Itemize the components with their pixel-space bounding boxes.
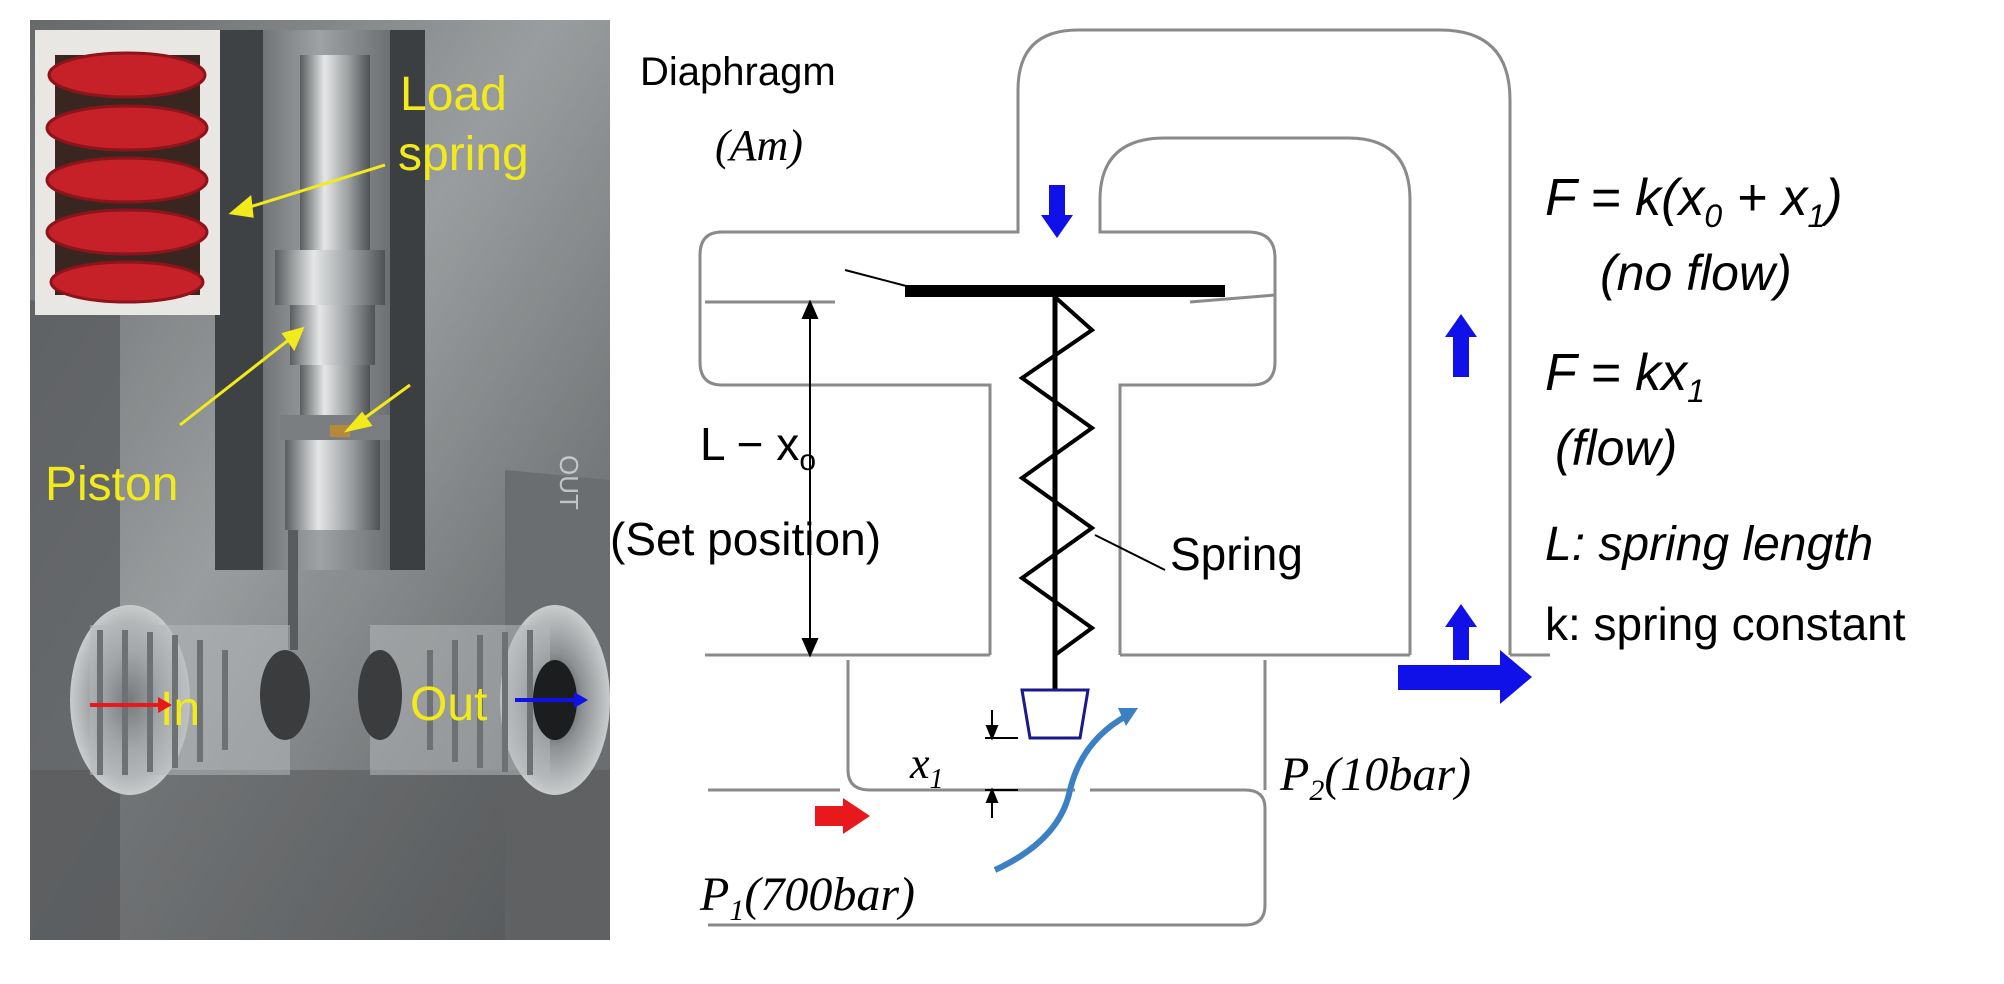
- p1-label: P1(700bar): [699, 868, 915, 927]
- spring-constant-definition: k: spring constant: [1545, 598, 1906, 650]
- outlet-flow-arrow: [1398, 650, 1532, 704]
- inlet-flow-arrow: [815, 798, 870, 834]
- downward-pressure-arrow: [1041, 185, 1073, 238]
- spring-label: Spring: [1170, 528, 1303, 580]
- bonnet-inner: [1098, 136, 1412, 655]
- spring: [1018, 295, 1096, 657]
- out-label: Out: [410, 678, 487, 731]
- sensing-line-arrow-lower: [1445, 604, 1477, 660]
- bonnet-outline: [698, 28, 1512, 655]
- x1-label: x1: [909, 739, 944, 795]
- set-position-dimension: [801, 299, 819, 658]
- flow-equation: F = kx1: [1545, 344, 1705, 409]
- p2-label: P2(10bar): [1279, 748, 1471, 807]
- in-arrow: [90, 697, 172, 713]
- x1-dimension: [985, 710, 1018, 818]
- out-arrow: [515, 692, 588, 708]
- flow-label: (flow): [1555, 420, 1677, 476]
- set-length-label: L − xo: [700, 418, 816, 477]
- no-flow-label: (no flow): [1600, 245, 1792, 301]
- diaphragm-label: Diaphragm: [640, 50, 836, 94]
- diaphragm-area-label: (Am): [715, 121, 803, 170]
- spring-length-definition: L: spring length: [1545, 518, 1873, 571]
- set-position-label: (Set position): [610, 513, 881, 565]
- load-spring-label-line2: spring: [398, 128, 529, 181]
- out-stamp-label: OUT: [554, 455, 584, 510]
- sensing-line-arrow-upper: [1445, 314, 1477, 377]
- regulator-schematic: [698, 28, 1550, 927]
- load-spring-inset: [35, 30, 220, 315]
- regulator-photo: OUT Load spring Piston In Out: [30, 20, 610, 940]
- load-spring-label-line1: Load: [400, 68, 507, 121]
- diaphragm: [905, 285, 1225, 297]
- flow-path-arrow: [993, 708, 1138, 873]
- in-label: In: [160, 683, 200, 736]
- poppet: [1020, 688, 1090, 740]
- piston-label: Piston: [45, 458, 178, 511]
- no-flow-equation: F = k(x0 + x1): [1545, 169, 1843, 234]
- equations-panel: F = k(x0 + x1) (no flow) F = kx1 (flow) …: [1545, 169, 1906, 650]
